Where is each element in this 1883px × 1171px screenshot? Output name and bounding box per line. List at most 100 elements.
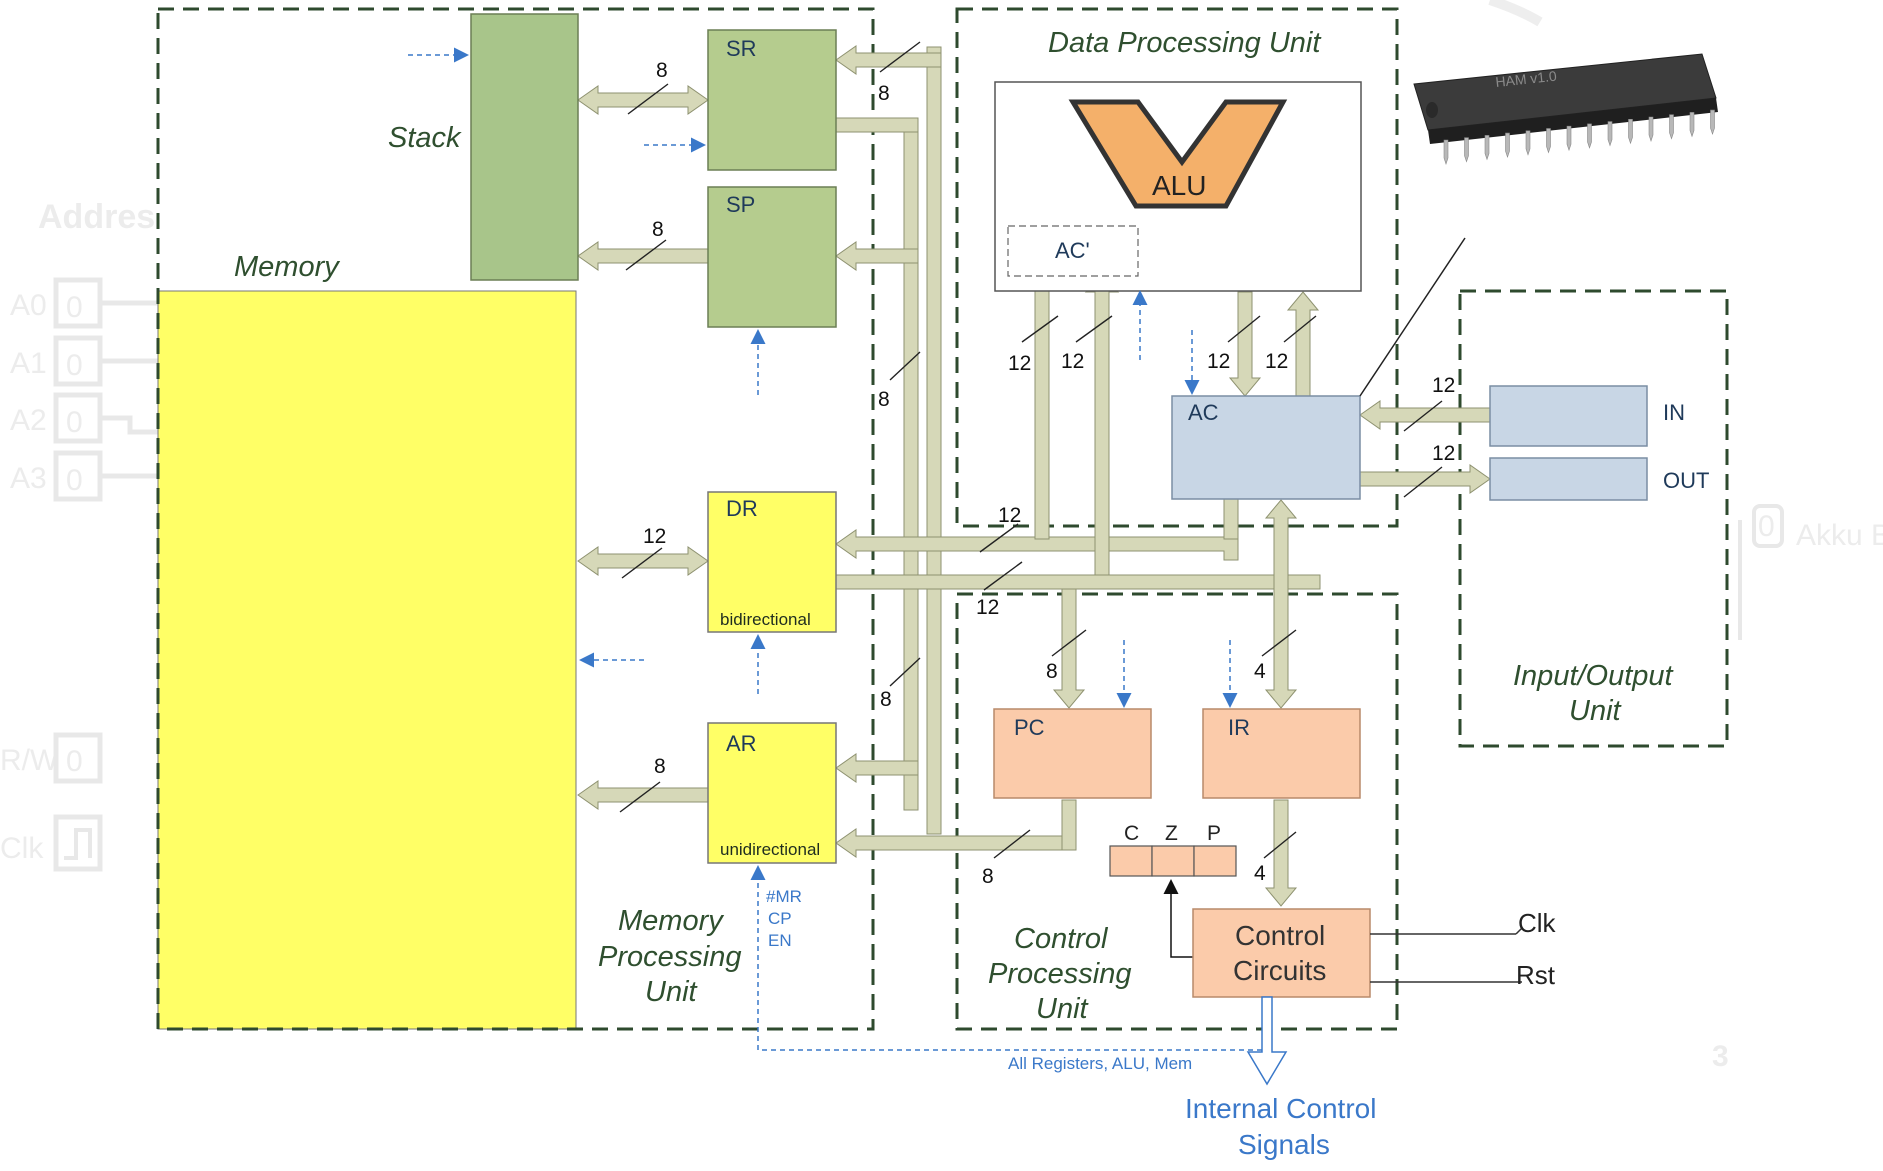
width-mem-ar: 8 [654,755,666,778]
bus-ac-to-alu [1288,292,1318,396]
in-label: IN [1663,400,1685,425]
flag-p-cell [1194,846,1236,876]
width-ac-up: 12 [1265,350,1288,373]
ghost-a2: A2 [10,404,47,437]
chip-pin [1506,133,1510,157]
chip-pin [1711,110,1715,134]
chip-pin [1485,135,1489,159]
ghost-a0: A0 [10,289,47,322]
bus-dr-out [836,575,1320,589]
ghost-rw: R/W [0,744,59,777]
chip-pin [1567,126,1571,150]
ghost-digit: 3 [1712,1040,1729,1073]
internal-signal-arrow [1248,997,1286,1084]
width-pc-in: 8 [1046,660,1058,683]
io-unit-title-2: Unit [1569,695,1623,727]
sr-label: SR [726,36,757,61]
ghost-a1: A1 [10,347,47,380]
bus-ac-databus [1266,500,1296,708]
bus-alu-to-ac [1230,292,1260,396]
io-unit-title-1: Input/Output [1513,660,1675,692]
ghost-top-arc [1490,0,1540,22]
width-dr-in: 12 [998,504,1021,527]
flag-z-label: Z [1165,822,1178,845]
chip-pin [1547,129,1551,153]
dr-label: DR [726,496,758,521]
in-register [1490,386,1647,446]
bus-ac-to-out [1360,465,1490,493]
bus-to-sr [836,46,941,74]
control-processing-title-1: Control [1014,923,1109,955]
alu-label: ALU [1152,170,1206,201]
ghost-zero-1: 0 [66,349,83,382]
flag-z-cell [1152,846,1194,876]
width-pc-ar: 8 [982,865,994,888]
chip-pin [1690,112,1694,136]
width-acp-down: 12 [1008,352,1031,375]
memory-processing-title-2: Processing [598,941,741,973]
dr-note: bidirectional [720,610,811,629]
width-bus-upper: 8 [878,388,890,411]
control-out-label: All Registers, ALU, Mem [1008,1054,1192,1073]
bus-sp-stack [578,242,708,270]
width-ir-in: 4 [1254,660,1266,683]
width-acp-up: 12 [1061,350,1084,373]
chip-pin [1608,122,1612,146]
ghost-zero-0: 0 [66,291,83,324]
chip-pin [1588,124,1592,148]
ghost-akku-zero: 0 [1758,510,1775,543]
sp-label: SP [726,192,755,217]
ir-register [1203,709,1360,798]
internal-signals-label-2: Signals [1238,1129,1330,1160]
clk-label: Clk [1518,908,1557,938]
chip-pin [1465,138,1469,162]
bus-acprime-down [1035,276,1049,539]
width-dr-out: 12 [976,596,999,619]
width-mem-dr: 12 [643,525,666,548]
ghost-akku-text: Akku B [1796,519,1883,552]
bus-to-pc [1054,589,1084,708]
out-label: OUT [1663,468,1709,493]
memory-label: Memory [234,251,340,283]
stack-label: Stack [388,122,462,154]
width-stack-sp: 8 [652,218,664,241]
chip-pointer-line [1360,238,1465,396]
chip-notch [1426,102,1438,118]
bus-stack-sr [578,86,708,114]
ar-signal-mr: #MR [766,887,802,906]
width-ac-down: 12 [1207,350,1230,373]
chip-pin [1649,117,1653,141]
ghost-address-text: Addres [38,198,155,236]
stack-block [471,14,578,280]
rst-label: Rst [1516,960,1556,990]
memory-block [158,291,576,1029]
width-in-ac: 12 [1432,374,1455,397]
chip-pin [1670,115,1674,139]
ac-label: AC [1188,400,1219,425]
memory-processing-title-3: Unit [645,976,699,1008]
out-register [1490,458,1647,500]
chip-pin [1444,140,1448,164]
ghost-zero-rw: 0 [66,745,83,778]
width-stack-sr: 8 [656,59,668,82]
width-ir-ctrl: 4 [1254,862,1266,885]
control-processing-title-3: Unit [1036,993,1090,1025]
width-bus-lower: 8 [880,688,892,711]
pc-label: PC [1014,715,1045,740]
control-to-flags-line [1171,882,1193,957]
flag-c-cell [1110,846,1152,876]
bus-outer-vertical [927,47,941,834]
data-processing-unit-title: Data Processing Unit [1048,27,1322,59]
ghost-a3: A3 [10,462,47,495]
ar-signal-en: EN [768,931,792,950]
ar-signal-cp: CP [768,909,792,928]
width-ac-out: 12 [1432,442,1455,465]
ar-label: AR [726,731,757,756]
memory-processing-title-1: Memory [618,905,724,937]
control-label-2: Circuits [1233,955,1326,986]
control-processing-title-2: Processing [988,958,1131,990]
ar-note: unidirectional [720,840,820,859]
ghost-zero-3: 0 [66,464,83,497]
width-sr-bus: 8 [878,82,890,105]
chip-pin [1629,119,1633,143]
